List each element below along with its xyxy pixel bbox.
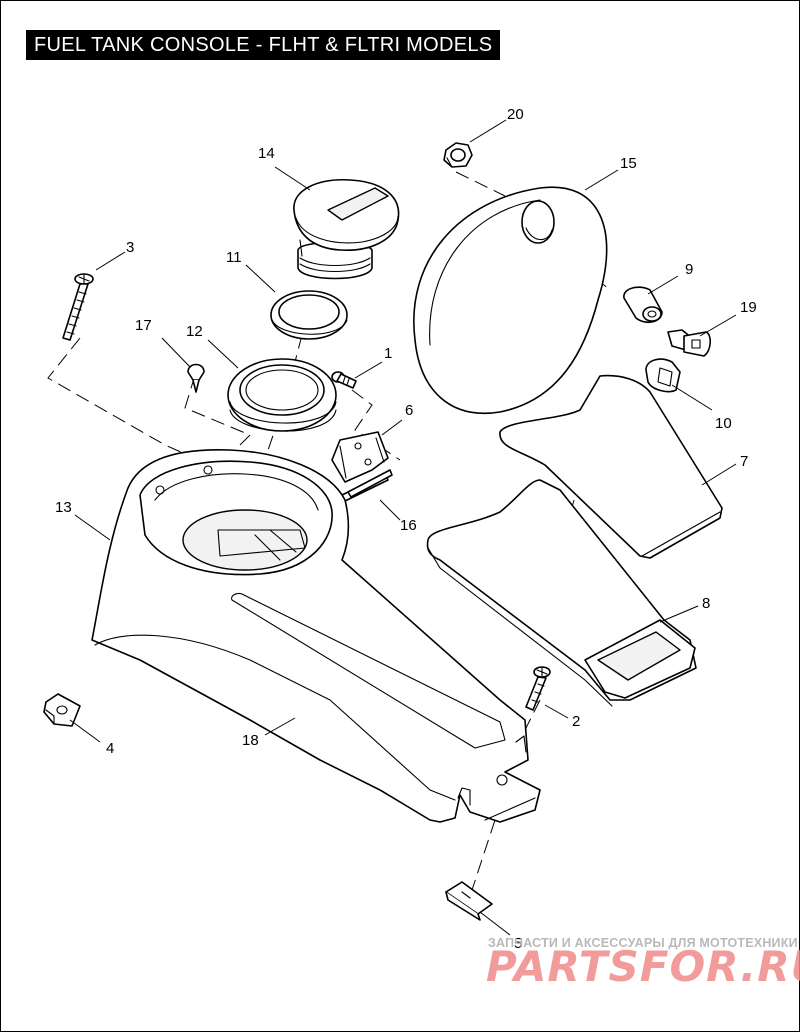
- part-9-lock: [623, 286, 663, 324]
- part-7-pad: [499, 374, 723, 559]
- callout-14: 14: [258, 145, 275, 162]
- callout-8: 8: [702, 595, 710, 612]
- callout-11: 11: [226, 249, 242, 266]
- callout-12: 12: [186, 323, 203, 340]
- callout-5: 5: [514, 935, 522, 952]
- part-6-bracket: [331, 431, 389, 483]
- callout-13: 13: [55, 499, 72, 516]
- callout-16: 16: [400, 517, 417, 534]
- part-4-clip-nut: [43, 693, 81, 727]
- part-8-base-pad: [426, 479, 697, 707]
- part-19-key: [667, 329, 712, 357]
- callout-7: 7: [740, 453, 748, 470]
- callout-10: 10: [715, 415, 732, 432]
- part-17-pin: [187, 363, 205, 393]
- part-5-clip: [445, 881, 493, 921]
- part-14-fuel-cap: [293, 179, 400, 280]
- callout-6: 6: [405, 402, 413, 419]
- callout-18: 18: [242, 732, 259, 749]
- part-20-nut: [443, 142, 473, 168]
- part-3-screw: [62, 273, 94, 341]
- callout-17: 17: [135, 317, 152, 334]
- callout-2: 2: [572, 713, 580, 730]
- callout-19: 19: [740, 299, 757, 316]
- callout-4: 4: [106, 740, 114, 757]
- part-2-screw: [525, 666, 551, 711]
- callout-3: 3: [126, 239, 134, 256]
- watermark-logo: PARTSFOR.RU: [486, 942, 800, 991]
- callout-15: 15: [620, 155, 637, 172]
- part-10-key-cap: [645, 358, 681, 393]
- part-12-seal: [227, 358, 337, 432]
- callout-1: 1: [384, 345, 392, 362]
- watermark-tagline: ЗАПЧАСТИ И АКСЕССУАРЫ ДЛЯ МОТОТЕХНИКИ: [488, 936, 798, 950]
- part-13-console-body: [91, 448, 541, 823]
- leader-lines: [69, 119, 737, 936]
- part-1-screw: [331, 371, 357, 389]
- part-11-o-ring: [270, 290, 348, 340]
- part-16-pins: [339, 469, 393, 503]
- callout-labels: 20 15 14 3 11 9 19 17 12 1 10 6 7 13 16 …: [55, 106, 757, 952]
- part-15-console-door: [413, 186, 608, 415]
- page-title: FUEL TANK CONSOLE - FLHT & FLTRI MODELS: [26, 30, 501, 60]
- callout-9: 9: [685, 261, 693, 278]
- callout-20: 20: [507, 106, 524, 123]
